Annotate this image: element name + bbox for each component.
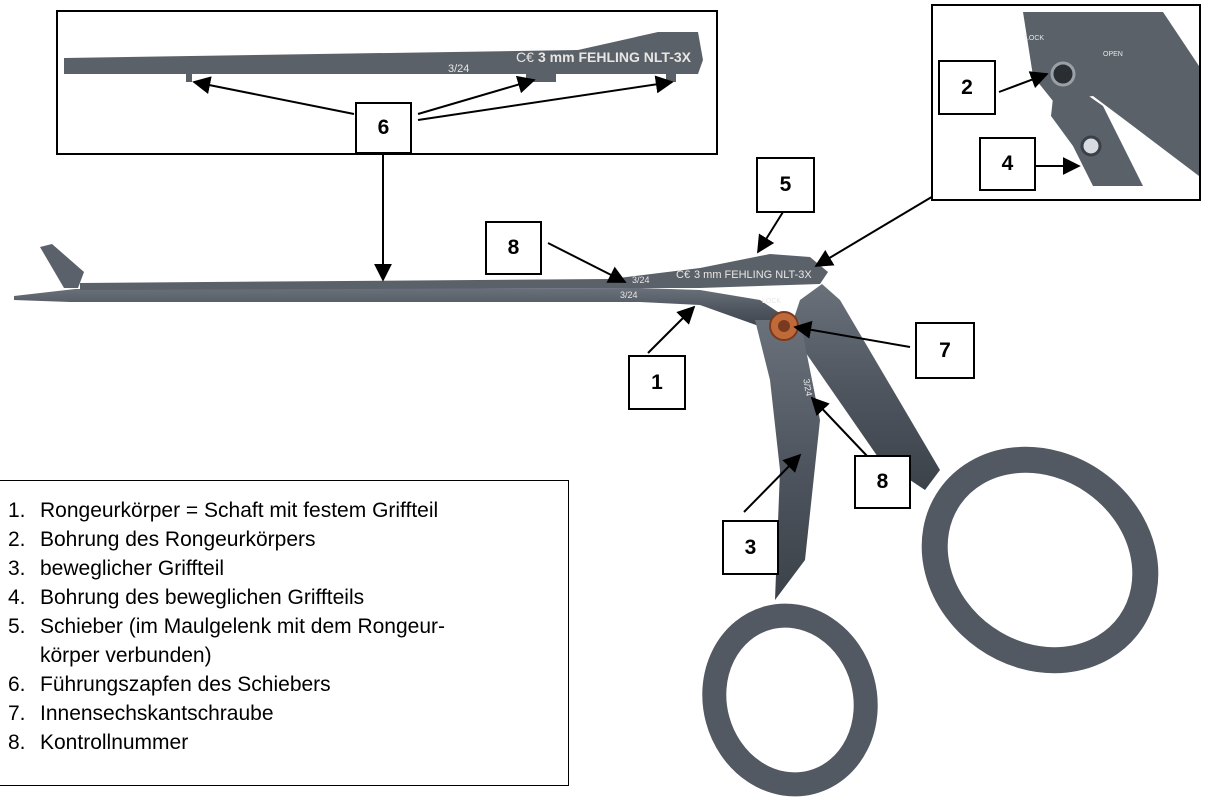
legend-item: körper verbunden) [8, 644, 212, 668]
callout-8-bottom: 8 [854, 455, 911, 509]
callout-5: 5 [756, 157, 815, 213]
legend: 1.Rongeurkörper = Schaft mit festem Grif… [0, 480, 569, 786]
movable-handle-ring [696, 598, 885, 798]
bore-engraving-open: OPEN [1103, 51, 1123, 58]
inset-engraving-ce: C€ [516, 49, 534, 65]
bore-body-hole [1052, 63, 1074, 85]
legend-item-text: Führungszapfen des Schiebers [40, 673, 331, 696]
engraving-control-number-slider: 3/24 [632, 275, 650, 285]
legend-item: 1.Rongeurkörper = Schaft mit festem Grif… [8, 499, 438, 523]
callout-2: 2 [938, 60, 996, 115]
inset-engraving-control-number: 3/24 [448, 63, 469, 75]
legend-item-text: Bohrung des beweglichen Griffteils [40, 586, 364, 609]
legend-item: 5.Schieber (im Maulgelenk mit dem Rongeu… [8, 615, 445, 639]
legend-item: 2.Bohrung des Rongeurkörpers [8, 528, 316, 552]
legend-item: 7.Innensechskantschraube [8, 702, 274, 726]
legend-item-number: 5. [8, 615, 40, 639]
arrow-inset-to-joint [816, 195, 935, 266]
rongeur-shaft [14, 288, 790, 330]
legend-item-number: 2. [8, 528, 40, 552]
engraving-ce: C€ [676, 269, 690, 281]
guide-pin-3 [666, 74, 676, 82]
legend-item-text: Schieber (im Maulgelenk mit dem Rongeur- [40, 615, 445, 638]
legend-item: 8.Kontrollnummer [8, 731, 188, 755]
bore-engraving-lock: LOCK [1025, 35, 1044, 42]
legend-item-text: Bohrung des Rongeurkörpers [40, 528, 316, 551]
engraving-brand: 3 mm FEHLING NLT-3X [694, 269, 812, 281]
legend-item-number: 8. [8, 731, 40, 755]
arrow-5 [758, 212, 783, 252]
legend-item-number: 3. [8, 557, 40, 581]
inset-engraving-brand: 3 mm FEHLING NLT-3X [538, 49, 692, 65]
arrow-8-top [548, 243, 625, 282]
callout-4: 4 [979, 137, 1036, 191]
bore-movable-hole [1082, 137, 1100, 155]
legend-item-text: körper verbunden) [40, 644, 212, 667]
arrow-6-pin-1 [194, 82, 354, 114]
legend-item-number: 4. [8, 586, 40, 610]
legend-item: 3.beweglicher Griffteil [8, 557, 224, 581]
callout-3: 3 [722, 520, 779, 575]
fixed-handle-ring [895, 419, 1184, 701]
legend-item-number: 7. [8, 702, 40, 726]
legend-item-text: Rongeurkörper = Schaft mit festem Grifft… [40, 499, 438, 522]
legend-item-number: 1. [8, 499, 40, 523]
engraving-lock: LOCK [762, 298, 781, 305]
callout-6: 6 [355, 102, 412, 154]
arrow-6-pin-3 [418, 82, 672, 120]
legend-item-number: 6. [8, 673, 40, 697]
legend-item-text: beweglicher Griffteil [40, 557, 224, 580]
guide-pin-1 [186, 74, 192, 82]
rongeur-jaw [40, 244, 84, 288]
legend-item-text: Kontrollnummer [40, 731, 188, 754]
arrow-6-pin-2 [418, 80, 534, 114]
callout-7: 7 [915, 322, 975, 379]
legend-item: 4.Bohrung des beweglichen Griffteils [8, 586, 364, 610]
arrow-1 [648, 307, 694, 353]
hex-screw-socket [778, 320, 790, 332]
legend-item-text: Innensechskantschraube [40, 702, 274, 725]
callout-8-top: 8 [485, 221, 542, 275]
engraving-control-number-shaft: 3/24 [620, 290, 638, 300]
legend-item: 6.Führungszapfen des Schiebers [8, 673, 331, 697]
callout-1: 1 [628, 355, 686, 410]
